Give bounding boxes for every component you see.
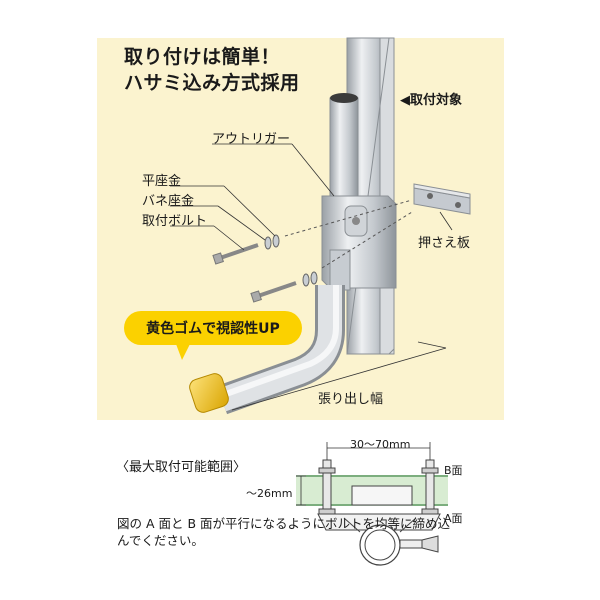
washers <box>264 234 318 287</box>
callout-bubble <box>124 311 302 345</box>
assembly-guide-lines <box>284 199 413 269</box>
thickness-dimension-label: ～26mm <box>246 487 293 500</box>
spring-washer-label: バネ座金 <box>142 194 195 209</box>
outrigger-tube <box>329 93 359 214</box>
outrigger-label: アウトリガー <box>212 132 291 147</box>
press-plate-label: 押さえ板 <box>418 236 471 251</box>
width-dimension-label: 30～70mm <box>350 438 411 451</box>
mounting-bolt-2 <box>250 281 297 303</box>
face-a-label: A面 <box>444 512 463 525</box>
mounting-bolt-1 <box>212 243 259 265</box>
instruction-note: 図の A 面と B 面が平行になるようにボルトを均等に締め込んでください。 <box>117 516 451 548</box>
target-label: ◀取付対象 <box>400 93 462 108</box>
projection-width-label: 張り出し幅 <box>318 392 384 407</box>
callout-tail <box>176 344 190 360</box>
headline-line-1: 取り付けは簡単！ <box>124 46 281 68</box>
range-title: 〈最大取付可能範囲〉 <box>116 460 247 475</box>
yellow-rubber-cap <box>189 373 229 413</box>
range-drawing <box>296 442 448 566</box>
outrigger-arm <box>216 285 345 415</box>
bolt-label: 取付ボルト <box>142 214 208 229</box>
callout-text: 黄色ゴムで視認性UP <box>146 321 280 337</box>
face-b-label: B面 <box>444 464 463 477</box>
press-plate <box>413 183 471 215</box>
headline-line-2: ハサミ込み方式採用 <box>124 72 300 94</box>
flat-washer-label: 平座金 <box>142 174 182 189</box>
clamp-bracket <box>321 195 397 291</box>
projection-dimension <box>231 341 447 411</box>
leader-lines <box>170 143 453 251</box>
